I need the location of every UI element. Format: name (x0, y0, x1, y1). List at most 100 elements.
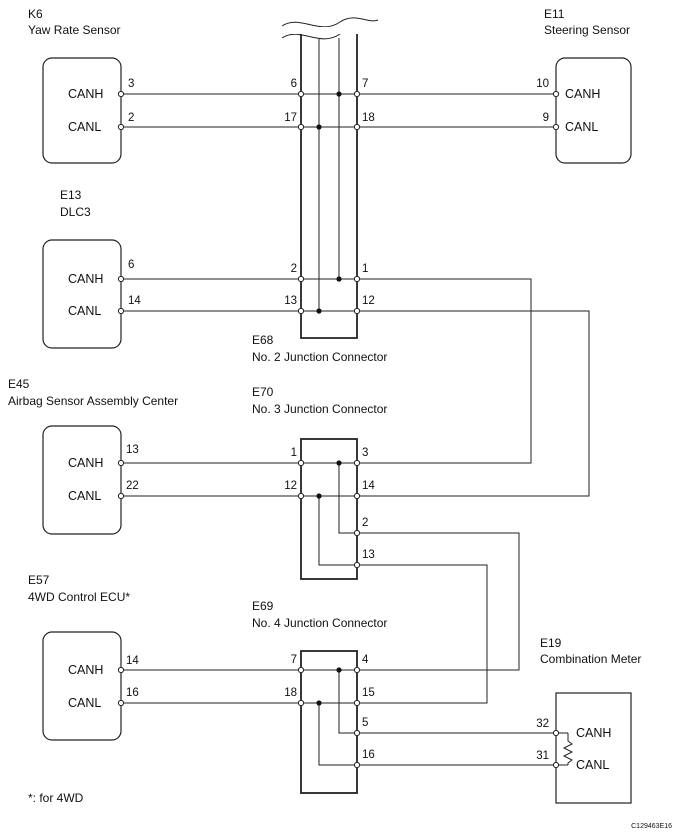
e45-pin-l: 22 (126, 480, 139, 492)
splice-dot (316, 700, 322, 706)
e70-inner-h (338, 463, 357, 534)
e11-code: E11 (544, 7, 565, 21)
splice-dots (316, 91, 342, 706)
wire-e70-13-to-e69-15 (357, 564, 488, 704)
e11-canl-label: CANL (565, 120, 598, 134)
e19-resistor-icon (562, 733, 574, 765)
e68-name: No. 2 Junction Connector (252, 350, 387, 364)
e69-inner-h (338, 670, 357, 734)
footnote: *: for 4WD (28, 791, 84, 805)
e69-pin: 4 (362, 654, 369, 666)
terminal (297, 275, 305, 283)
terminal (117, 699, 125, 707)
splice-dot (316, 493, 322, 499)
e57-box (42, 631, 122, 741)
terminal (353, 761, 361, 769)
e13-pin-h: 6 (128, 259, 134, 271)
e68-pin: 18 (362, 112, 375, 124)
terminal (297, 492, 305, 500)
junction-e68 (281, 17, 379, 339)
terminal (353, 307, 361, 315)
e45-code: E45 (8, 377, 30, 391)
e69-pin: 16 (362, 749, 375, 761)
e68-code: E68 (252, 333, 274, 347)
e57-canl-label: CANL (68, 696, 101, 710)
terminal (353, 492, 361, 500)
splice-dot (316, 124, 322, 130)
terminal (117, 307, 125, 315)
e45-canl-label: CANL (68, 489, 101, 503)
e11-pin-h: 10 (536, 78, 549, 90)
e68-pin: 12 (362, 295, 375, 307)
wire-e68-1-to-e70-3 (357, 278, 532, 464)
terminals (117, 90, 560, 769)
e70-pin: 13 (362, 549, 375, 561)
e13-box (42, 239, 122, 349)
k6-pin-h: 3 (128, 78, 134, 90)
e68-pin: 17 (284, 112, 297, 124)
splice-dot (336, 460, 342, 466)
e19-canl-label: CANL (576, 758, 609, 772)
e70-inner-l (318, 496, 357, 566)
e68-break-gap (283, 27, 378, 34)
terminal (353, 529, 361, 537)
e45-pin-h: 13 (126, 444, 139, 456)
terminal (297, 90, 305, 98)
e68-break-wave-1 (281, 17, 379, 28)
terminal (297, 459, 305, 467)
terminal (117, 492, 125, 500)
e11-canh-label: CANH (565, 87, 600, 101)
e70-code: E70 (252, 385, 274, 399)
e68-pin: 7 (362, 78, 368, 90)
e70-name: No. 3 Junction Connector (252, 402, 387, 416)
e19-pin-h: 32 (536, 718, 549, 730)
e57-canh-label: CANH (68, 663, 103, 677)
k6-pin-l: 2 (128, 112, 134, 124)
e13-code: E13 (60, 188, 82, 202)
terminal (117, 275, 125, 283)
terminal (552, 90, 560, 98)
e70-pin: 3 (362, 447, 368, 459)
terminal (297, 666, 305, 674)
e13-name: DLC3 (60, 205, 91, 219)
e69-inner-l (318, 703, 357, 766)
e11-box (555, 57, 632, 164)
e57-pin-h: 14 (126, 655, 139, 667)
terminal (353, 666, 361, 674)
terminal (552, 729, 560, 737)
e68-pin: 2 (291, 263, 297, 275)
k6-code: K6 (28, 7, 43, 21)
junction-e69-body (300, 650, 358, 794)
wires (121, 38, 590, 766)
e69-pin: 7 (291, 654, 297, 666)
terminal (353, 275, 361, 283)
e69-code: E69 (252, 599, 274, 613)
wire-e68-12-to-e70-14 (357, 310, 590, 497)
e69-pin: 15 (362, 687, 375, 699)
terminal (353, 729, 361, 737)
e11-name: Steering Sensor (544, 23, 630, 37)
junction-e70-body (300, 438, 358, 580)
wire-e70-2-to-e69-4 (357, 532, 520, 671)
e13-canh-label: CANH (68, 272, 103, 286)
e68-pin: 13 (284, 295, 297, 307)
e57-pin-l: 16 (126, 687, 139, 699)
terminal (297, 699, 305, 707)
k6-name: Yaw Rate Sensor (28, 23, 121, 37)
e45-box (42, 425, 122, 535)
k6-canh-label: CANH (68, 87, 103, 101)
terminal (552, 123, 560, 131)
e68-pin: 6 (291, 78, 297, 90)
e57-name: 4WD Control ECU* (28, 590, 130, 604)
terminal (117, 459, 125, 467)
splice-dot (336, 276, 342, 282)
terminal (353, 459, 361, 467)
e57-code: E57 (28, 573, 50, 587)
e19-box (555, 692, 632, 804)
k6-box (42, 57, 122, 164)
e19-code: E19 (540, 636, 562, 650)
splice-dot (336, 91, 342, 97)
terminal (297, 307, 305, 315)
terminal (552, 761, 560, 769)
